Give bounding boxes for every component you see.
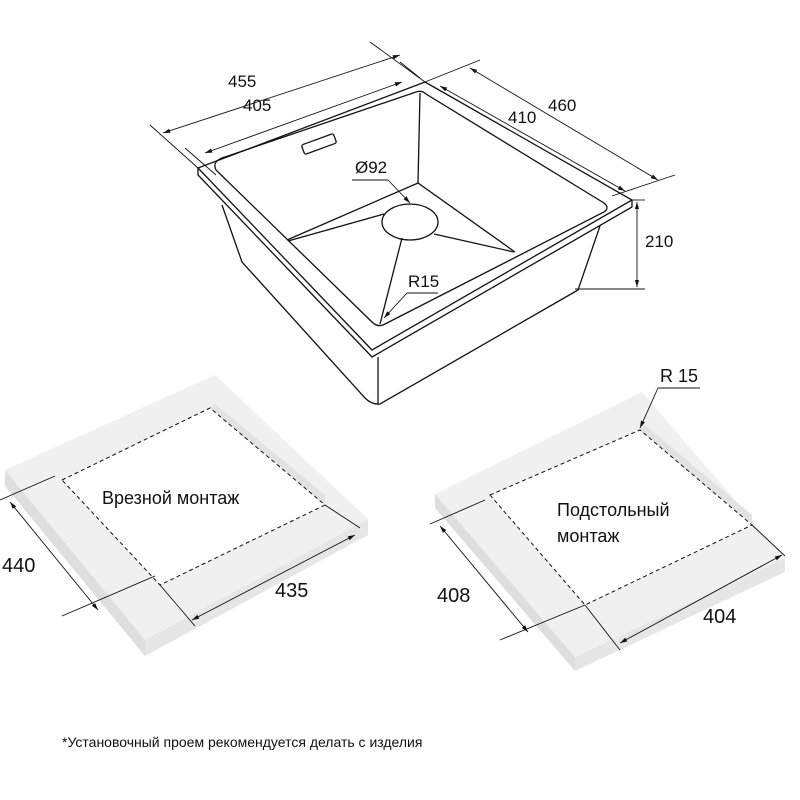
dim-455: [162, 54, 401, 134]
sink-body: [221, 204, 601, 405]
bowl-edge: [214, 90, 608, 327]
dim-label-210: 210: [645, 232, 674, 251]
dim-label-405: 405: [243, 96, 272, 115]
undermount-side-b: 404: [703, 606, 737, 628]
undermount-label-1: Подстольный: [557, 500, 670, 520]
top-mount-side-b: 435: [275, 580, 309, 602]
dim-label-455: 455: [228, 72, 257, 91]
undermount-cutout: [429, 387, 786, 671]
dim-460: [469, 67, 659, 181]
sink-dimension-lines: [149, 41, 676, 319]
dim-label-460: 460: [548, 96, 577, 115]
top-mount-label: Врезной монтаж: [102, 488, 240, 508]
corner-radius-label: R15: [408, 272, 440, 291]
sink-outline: [196, 81, 634, 405]
top-mount-cutout: [0, 375, 368, 656]
undermount-label-2: монтаж: [557, 526, 620, 546]
undermount-side-a: 408: [437, 585, 471, 607]
brand-logo: [301, 133, 337, 155]
drain-diameter-label: Ø92: [355, 158, 388, 177]
top-mount-side-a: 440: [2, 555, 36, 577]
footnote: *Установочный проем рекомендуется делать…: [62, 734, 423, 750]
dim-410: [439, 85, 626, 192]
drain-hole: [381, 203, 439, 241]
undermount-radius: R 15: [660, 366, 699, 386]
dim-label-410: 410: [508, 108, 537, 127]
dim-405: [204, 81, 403, 154]
